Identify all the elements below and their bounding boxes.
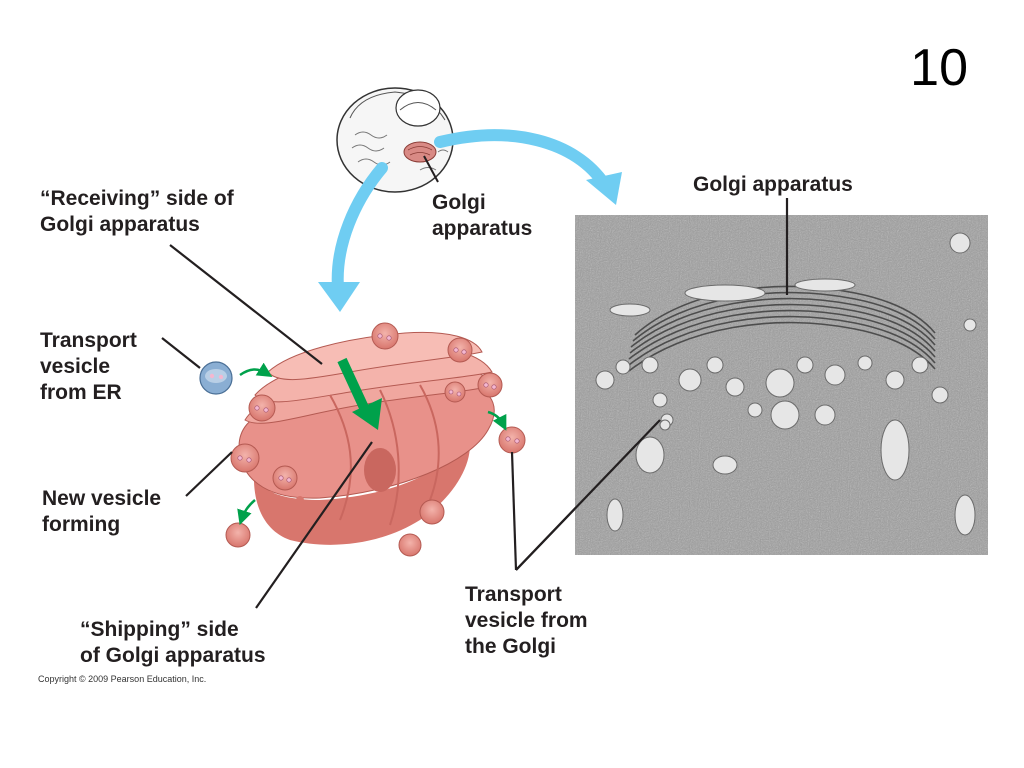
label-transport-vesicle-golgi: Transport vesicle from the Golgi <box>465 583 588 658</box>
golgi-stack <box>230 322 503 545</box>
er-vesicle-leader <box>161 337 201 369</box>
slide-number: 10 <box>910 39 968 97</box>
label-transport-vesicle-er: Transport vesicle from ER <box>40 329 137 404</box>
golgi-cell-leader <box>423 155 439 183</box>
new-vesicle-leader <box>185 451 233 497</box>
blue-arrow-left <box>331 162 388 294</box>
label-shipping-side: “Shipping” side of Golgi apparatus <box>80 618 266 667</box>
green-arrow-new <box>237 499 256 526</box>
blue-arrowhead-left <box>318 282 360 312</box>
receiving-leader <box>169 244 323 365</box>
free-vesicles <box>225 426 526 557</box>
copyright: Copyright © 2009 Pearson Education, Inc. <box>38 674 207 684</box>
green-direction-arrow <box>337 357 371 415</box>
golgi-vesicle-leader-1 <box>510 451 518 571</box>
green-direction-arrowhead <box>352 398 382 430</box>
electron-micrograph <box>575 215 988 555</box>
golgi-vesicle-leader-overlay <box>515 419 661 571</box>
label-golgi-micrograph: Golgi apparatus <box>693 173 853 196</box>
label-receiving-side: “Receiving” side of Golgi apparatus <box>40 187 234 236</box>
label-golgi-cell: Golgi apparatus <box>432 191 533 240</box>
green-arrow-er <box>239 362 273 377</box>
er-vesicle <box>199 361 233 395</box>
label-new-vesicle: New vesicle forming <box>42 487 162 536</box>
shipping-leader <box>255 441 373 609</box>
blue-arrowhead-right <box>586 172 622 205</box>
blue-arrow-right <box>434 129 611 191</box>
green-arrow-golgi <box>487 410 507 431</box>
